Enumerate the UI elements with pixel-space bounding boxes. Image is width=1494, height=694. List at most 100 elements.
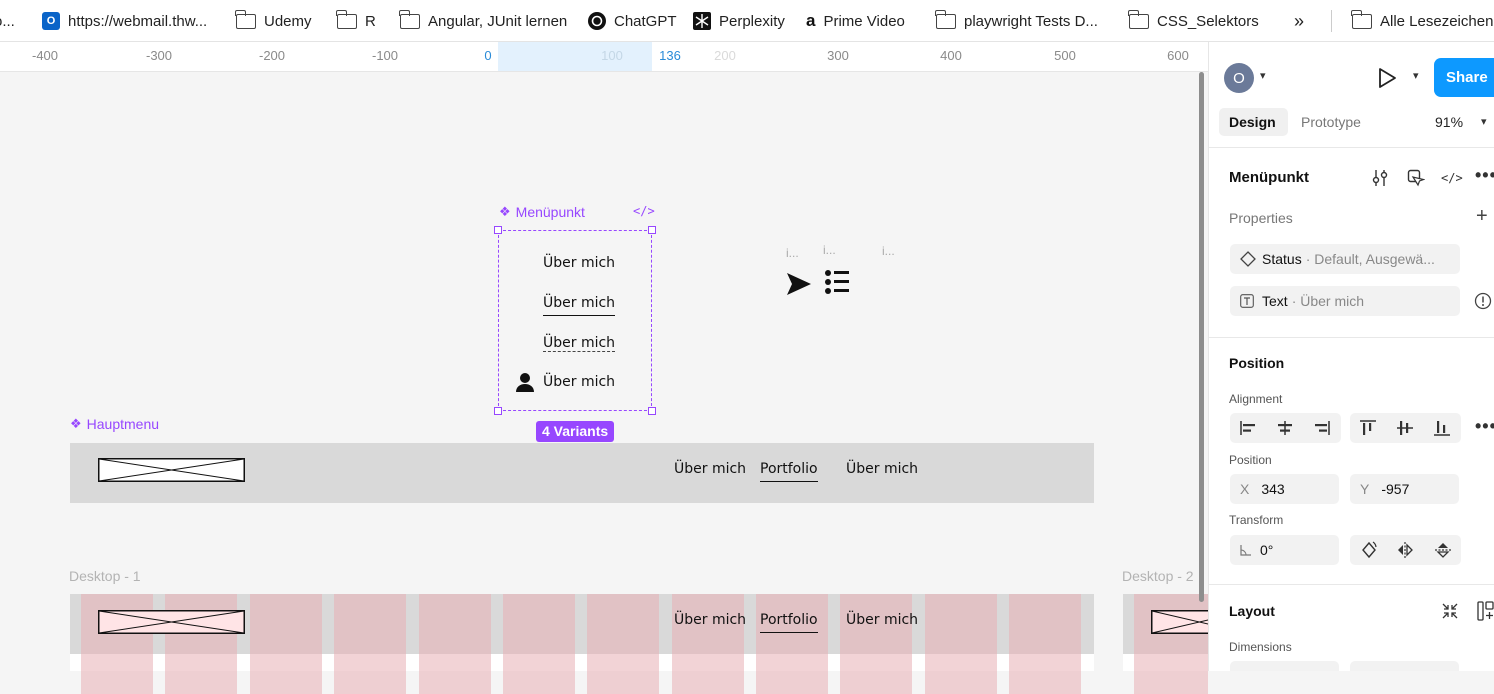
status-property[interactable]: Status · Default, Ausgewä... [1230, 244, 1460, 274]
more-bookmarks-button[interactable]: » [1294, 0, 1304, 41]
bookmark-label: CSS_Selektors [1157, 12, 1259, 30]
resize-handle[interactable] [648, 407, 656, 415]
more-alignment-icon[interactable]: ••• [1475, 416, 1494, 436]
bookmark-item[interactable]: o... [0, 0, 15, 41]
ruler-tick: 500 [1054, 48, 1076, 63]
bookmark-perplexity[interactable]: Perplexity [693, 0, 785, 41]
warning-icon[interactable] [1474, 292, 1492, 310]
nav-item[interactable]: Über mich [674, 612, 747, 628]
layout-grid-column [1134, 594, 1208, 694]
align-horizontal-center-icon[interactable] [1276, 420, 1294, 436]
bookmark-prime-video[interactable]: a Prime Video [806, 0, 905, 41]
resize-handle[interactable] [494, 407, 502, 415]
nav-item[interactable]: Über mich [846, 612, 919, 628]
code-icon[interactable]: </> [1441, 171, 1463, 185]
send-icon[interactable] [786, 272, 812, 296]
align-top-icon[interactable] [1359, 419, 1377, 437]
component-set-name: Menüpunkt [515, 204, 585, 220]
bookmark-r[interactable]: R [336, 0, 376, 41]
collapse-icon[interactable] [1441, 602, 1459, 620]
rotation-value: 0° [1260, 542, 1274, 558]
layout-grid-column [756, 594, 828, 694]
bookmark-all[interactable]: Alle Lesezeichen [1351, 0, 1493, 41]
layout-grid-column [840, 594, 912, 694]
bookmark-label: R [365, 12, 376, 30]
bookmark-chatgpt[interactable]: ChatGPT [588, 0, 677, 41]
transform-label: Transform [1229, 513, 1284, 527]
height-field[interactable] [1350, 661, 1459, 671]
y-position-field[interactable]: Y -957 [1350, 474, 1459, 504]
chevron-down-icon[interactable]: ▾ [1260, 70, 1266, 82]
align-bottom-icon[interactable] [1433, 419, 1451, 437]
angle-icon [1240, 545, 1251, 556]
user-icon [516, 373, 534, 392]
variant-with-icon[interactable]: Über mich [543, 374, 616, 390]
text-property[interactable]: Text · Über mich [1230, 286, 1460, 316]
width-field[interactable] [1230, 661, 1339, 671]
align-left-icon[interactable] [1239, 420, 1257, 436]
tab-prototype[interactable]: Prototype [1301, 114, 1361, 130]
flip-horizontal-icon[interactable] [1396, 541, 1414, 559]
flip-vertical-icon[interactable] [1434, 541, 1452, 559]
layout-grid-column [672, 594, 744, 694]
bookmark-udemy[interactable]: Udemy [235, 0, 312, 41]
instance-label: i... [882, 244, 895, 258]
play-icon[interactable] [1377, 67, 1397, 89]
tab-design[interactable]: Design [1229, 114, 1276, 130]
variant-selected[interactable]: Über mich [543, 295, 616, 316]
more-options-icon[interactable]: ••• [1475, 165, 1494, 185]
folder-icon [336, 9, 357, 29]
frame-label-desktop-2[interactable]: Desktop - 2 [1122, 568, 1194, 584]
bookmark-playwright[interactable]: playwright Tests D... [935, 0, 1098, 41]
nav-item-active[interactable]: Portfolio [760, 612, 818, 633]
auto-layout-icon[interactable] [1477, 601, 1494, 621]
component-set-frame[interactable] [498, 230, 652, 411]
layout-grid-column [250, 594, 322, 694]
ruler-tick: -200 [258, 48, 286, 63]
folder-icon [1351, 9, 1372, 29]
rotate-icon[interactable] [1360, 541, 1378, 559]
bookmark-label: Udemy [264, 12, 312, 30]
zoom-level[interactable]: 91% [1435, 114, 1464, 130]
y-value: -957 [1381, 481, 1410, 497]
code-icon[interactable]: </> [633, 204, 655, 218]
list-icon[interactable] [824, 269, 850, 295]
nav-item-active[interactable]: Portfolio [760, 461, 818, 482]
ruler-tick: 400 [940, 48, 962, 63]
bookmark-webmail[interactable]: O https://webmail.thw... [42, 0, 208, 41]
resize-handle[interactable] [494, 226, 502, 234]
logo-placeholder [1151, 610, 1208, 634]
variant-default[interactable]: Über mich [543, 255, 616, 271]
share-button[interactable]: Share [1434, 58, 1494, 97]
align-right-icon[interactable] [1313, 420, 1331, 436]
properties-panel: O ▾ ▾ Share Design Prototype 91% ▾ Menüp… [1208, 42, 1494, 671]
chevron-down-icon[interactable]: ▾ [1481, 116, 1487, 128]
hauptmenu-label[interactable]: ❖ Hauptmenu [70, 416, 159, 432]
resize-handle[interactable] [648, 226, 656, 234]
x-value: 343 [1261, 481, 1285, 497]
bookmark-angular[interactable]: Angular, JUnit lernen [399, 0, 567, 41]
bookmark-label: https://webmail.thw... [68, 12, 208, 30]
design-canvas[interactable] [0, 72, 1208, 671]
layout-grid-column [925, 594, 997, 694]
variants-badge[interactable]: 4 Variants [536, 421, 615, 442]
canvas-scrollbar[interactable] [1199, 72, 1204, 602]
y-label: Y [1360, 481, 1370, 497]
x-position-field[interactable]: X 343 [1230, 474, 1339, 504]
instance-icon[interactable] [1407, 169, 1425, 187]
nav-item[interactable]: Über mich [674, 461, 747, 477]
add-property-icon[interactable]: + [1476, 205, 1488, 227]
adjust-icon[interactable] [1372, 169, 1388, 187]
variant-hover[interactable]: Über mich [543, 335, 616, 352]
align-vertical-center-icon[interactable] [1396, 419, 1414, 437]
outlook-icon: O [42, 12, 60, 30]
nav-item[interactable]: Über mich [846, 461, 919, 477]
component-name: Menüpunkt [1229, 169, 1309, 186]
rotation-field[interactable]: 0° [1230, 535, 1339, 565]
chevron-down-icon[interactable]: ▾ [1413, 70, 1419, 82]
component-set-label[interactable]: ❖ Menüpunkt [499, 204, 585, 220]
folder-icon [1128, 9, 1149, 29]
avatar[interactable]: O [1224, 63, 1254, 93]
bookmark-css-selektors[interactable]: CSS_Selektors [1128, 0, 1259, 41]
frame-label-desktop-1[interactable]: Desktop - 1 [69, 568, 141, 584]
